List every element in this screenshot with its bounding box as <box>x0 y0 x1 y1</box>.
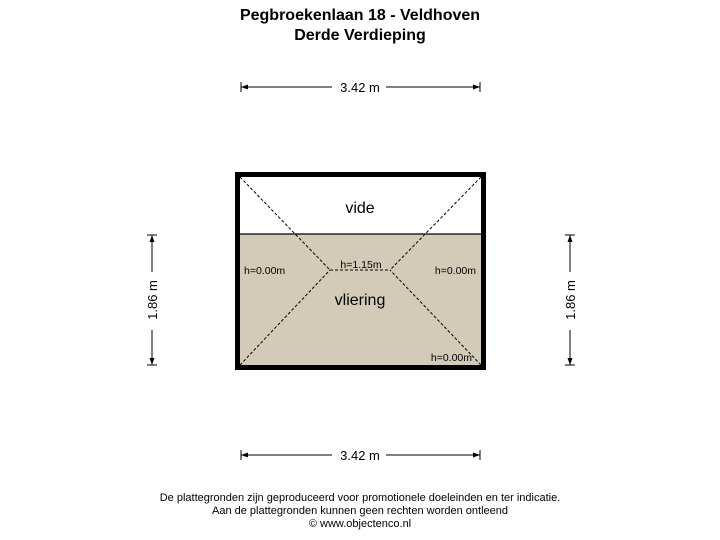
plan-title: Pegbroekenlaan 18 - Veldhoven <box>239 7 481 24</box>
height-label-right: h=0.00m <box>435 265 476 277</box>
floor-name: Derde Verdieping <box>294 27 426 44</box>
dimension-left: 1.86 m <box>145 234 160 366</box>
dimension-top-label: 3.42 m <box>340 80 380 95</box>
vide-area <box>240 177 481 234</box>
dimension-bottom: 3.42 m <box>240 448 481 463</box>
dimension-top: 3.42 m <box>240 80 481 95</box>
height-label-left: h=0.00m <box>244 265 285 277</box>
room-label-vliering: vliering <box>335 292 386 309</box>
vliering-area <box>240 234 481 365</box>
dimension-right: 1.86 m <box>563 234 578 366</box>
disclaimer-line-2: Aan de plattegronden kunnen geen rechten… <box>211 505 508 517</box>
dimension-bottom-label: 3.42 m <box>340 448 380 463</box>
room-label-vide: vide <box>345 200 374 217</box>
copyright-line: © www.objectenco.nl <box>308 518 412 530</box>
outer-walls <box>235 172 486 370</box>
roof-hip-lines <box>239 176 482 366</box>
dimension-right-label: 1.86 m <box>563 280 578 320</box>
height-label-center: h=1.15m <box>340 259 381 271</box>
disclaimer-line-1: De plattegronden zijn geproduceerd voor … <box>159 492 561 504</box>
height-label-bottom-right: h=0.00m <box>431 352 472 364</box>
dimension-left-label: 1.86 m <box>145 280 160 320</box>
